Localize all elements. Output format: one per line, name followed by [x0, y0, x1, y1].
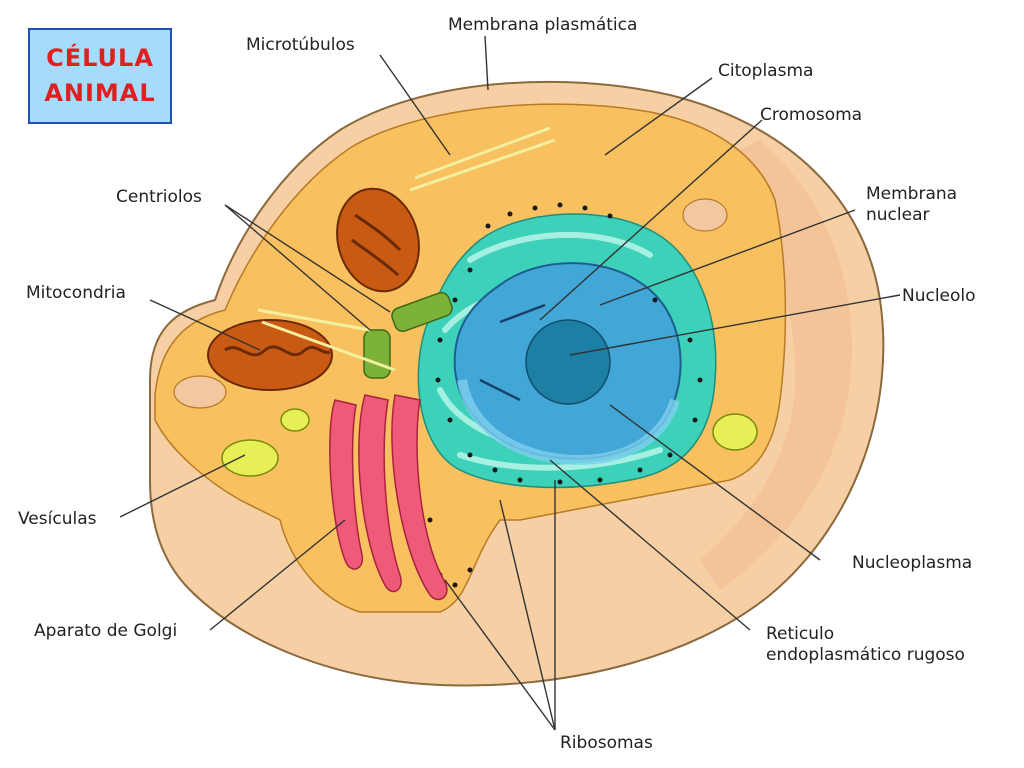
label-membrana-plasmatica: Membrana plasmática — [448, 15, 638, 35]
nuclear-membrane-rim — [457, 379, 680, 466]
label-reticulo-line2: endoplasmático rugoso — [766, 645, 965, 665]
label-cromosoma: Cromosoma — [760, 105, 863, 125]
title-box: CÉLULA ANIMAL — [28, 28, 172, 124]
ribosome-dots — [407, 202, 703, 588]
chromosome — [479, 303, 546, 402]
leader-lines — [119, 35, 901, 731]
membrane-fold-left — [173, 375, 227, 409]
golgi-apparatus — [329, 394, 448, 601]
nucleolus — [525, 319, 611, 405]
label-vesiculas: Vesículas — [18, 509, 97, 529]
microtubules — [257, 126, 556, 372]
label-citoplasma: Citoplasma — [718, 61, 814, 81]
title-line-2: ANIMAL — [44, 79, 156, 107]
title-line-1: CÉLULA — [46, 44, 154, 73]
membrane-fold — [682, 198, 728, 232]
shell-cut-edge — [700, 140, 852, 590]
label-membrana-nuclear-line1: Membrana — [866, 184, 958, 204]
label-nucleoplasma: Nucleoplasma — [852, 553, 973, 573]
label-microtubulos: Microtúbulos — [246, 35, 355, 55]
label-reticulo-line1: Reticulo — [766, 624, 835, 644]
label-centriolos: Centriolos — [116, 187, 202, 207]
vesicles — [221, 408, 758, 477]
label-ribosomas: Ribosomas — [560, 733, 653, 753]
label-nucleolo: Nucleolo — [902, 286, 976, 306]
label-membrana-nuclear: Membrana nuclear — [866, 184, 957, 226]
label-reticulo: Reticulo endoplasmático rugoso — [766, 624, 965, 666]
label-aparato-golgi: Aparato de Golgi — [34, 621, 178, 641]
label-mitocondria: Mitocondria — [26, 283, 126, 303]
label-membrana-nuclear-line2: nuclear — [866, 205, 930, 225]
